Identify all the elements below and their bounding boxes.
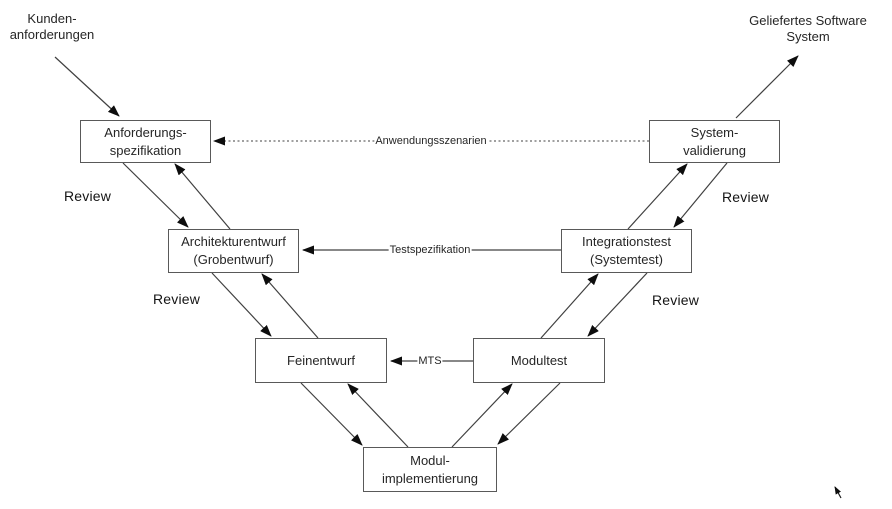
label-anwendungsszenarien: Anwendungsszenarien <box>374 135 488 147</box>
box-integrationstest: Integrationstest (Systemtest) <box>561 229 692 273</box>
arrow-kundenanforderungen-to-anforderungsspezifikation <box>54 56 120 117</box>
box-modulimplementierung-line2: implementierung <box>381 470 479 486</box>
box-architekturentwurf: Architekturentwurf (Grobentwurf) <box>168 229 299 273</box>
box-anforderungsspezifikation-line1: Anforderungs- <box>104 124 187 140</box>
box-integrationstest-line1: Integrationstest <box>582 234 671 249</box>
arrow-systemvalidierung-to-integrationstest-down <box>673 162 728 228</box>
label-testspezifikation: Testspezifikation <box>388 244 472 256</box>
label-review-right-top: Review <box>722 189 770 205</box>
arrow-integrationstest-to-systemvalidierung-up <box>627 163 688 230</box>
arrow-modultest-to-modulimplementierung-down <box>497 382 561 445</box>
label-geliefertes-line1: Geliefertes Software <box>749 13 867 28</box>
arrow-architektur-to-anforderung-up <box>174 163 231 230</box>
label-kundenanforderungen-line2: anforderungen <box>9 27 95 42</box>
arrow-feinentwurf-to-architektur-up <box>261 273 319 339</box>
arrow-anforderung-to-architektur-down <box>122 162 189 228</box>
label-review-left-top: Review <box>64 188 112 204</box>
box-modulimplementierung-line1: Modul- <box>410 452 450 468</box>
arrow-systemvalidierung-to-geliefertes-system <box>735 55 799 119</box>
box-anforderungsspezifikation-line2: spezifikation <box>109 142 182 158</box>
box-feinentwurf-line1: Feinentwurf <box>287 352 355 368</box>
box-feinentwurf: Feinentwurf <box>255 338 387 383</box>
box-architekturentwurf-line1: Architekturentwurf <box>181 234 286 249</box>
mouse-cursor-icon <box>834 486 842 499</box>
label-mts: MTS <box>417 355 443 367</box>
box-systemvalidierung-line2: validierung <box>683 142 746 158</box>
box-modultest: Modultest <box>473 338 605 383</box>
box-modulimplementierung: Modul- implementierung <box>363 447 497 492</box>
arrow-feinentwurf-to-modulimplementierung-down <box>300 382 363 446</box>
label-geliefertes-line2: System <box>786 29 830 44</box>
box-integrationstest-line2: (Systemtest) <box>590 252 663 267</box>
label-kundenanforderungen: Kunden- anforderungen <box>2 11 102 43</box>
box-systemvalidierung: System- validierung <box>649 120 780 163</box>
arrow-integrationstest-to-modultest-down <box>587 272 648 337</box>
label-kundenanforderungen-line1: Kunden- <box>27 11 77 26</box>
arrow-modulimplementierung-to-modultest-up <box>451 383 513 448</box>
box-systemvalidierung-line1: System- <box>690 124 739 140</box>
label-review-right-bottom: Review <box>652 292 700 308</box>
box-anforderungsspezifikation: Anforderungs- spezifikation <box>80 120 211 163</box>
arrow-modultest-to-integrationstest-up <box>540 273 599 339</box>
box-architekturentwurf-line2: (Grobentwurf) <box>193 252 274 267</box>
arrow-modulimplementierung-to-feinentwurf-up <box>347 383 409 448</box>
label-geliefertes-software-system: Geliefertes Software System <box>745 13 871 45</box>
box-modultest-line1: Modultest <box>510 352 568 368</box>
label-review-left-bottom: Review <box>153 291 201 307</box>
arrow-architektur-to-feinentwurf-down <box>211 272 272 337</box>
